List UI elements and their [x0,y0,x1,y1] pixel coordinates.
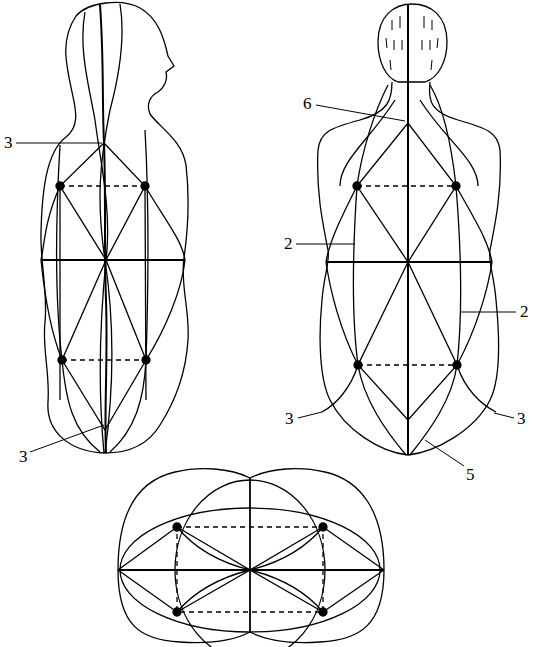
side-outline [41,2,188,453]
side-meridian [83,12,108,453]
dot [173,608,181,616]
back-meridian [353,85,406,455]
dot [319,608,327,616]
side-meridian [100,4,122,453]
back-meridian [410,85,461,455]
top-outline [118,469,384,643]
side-arc [41,186,185,360]
dot [452,182,460,190]
side-diamond [60,143,145,260]
back-dashed [357,185,456,186]
callout-number: 3 [516,410,527,428]
callout-number: 3 [284,410,295,428]
callout-number: 3 [18,448,29,466]
side-dashed [62,359,146,360]
top-arc [177,527,323,612]
leader-line [316,105,405,121]
side-vertical [59,186,60,400]
callout-number: 5 [465,466,476,484]
leader-line [494,413,514,418]
back-diamond [357,123,456,262]
dot [142,356,150,364]
side-waist-line [41,259,185,261]
leader-line [296,244,355,245]
top-view-figure [118,469,384,647]
head-hatching [386,16,438,70]
back-view-figure [318,4,501,455]
leader-line [30,425,104,452]
dot [173,523,181,531]
top-axis [249,478,251,632]
dot [56,182,64,190]
back-spine [407,4,409,455]
dot [354,361,362,369]
side-dashed [60,185,145,186]
back-dashed [358,364,457,365]
dot [453,361,461,369]
callout-number: 3 [3,134,14,152]
leader-line [16,143,102,144]
leader-line [298,412,322,418]
side-diamond [62,260,146,430]
back-arc [322,186,496,412]
back-diamond [358,262,457,420]
back-head [378,4,447,82]
leader-line [425,440,464,466]
dot [141,182,149,190]
dot [319,523,327,531]
top-diamond [118,527,384,612]
side-meridian [110,130,148,452]
side-view-figure [41,2,188,453]
side-vertical [145,186,146,400]
leader-line [460,312,516,313]
callout-number: 2 [283,235,294,253]
leader-lines [16,105,516,466]
dot [353,182,361,190]
callout-number: 2 [519,303,530,321]
dot [58,356,66,364]
callout-number: 6 [302,95,313,113]
